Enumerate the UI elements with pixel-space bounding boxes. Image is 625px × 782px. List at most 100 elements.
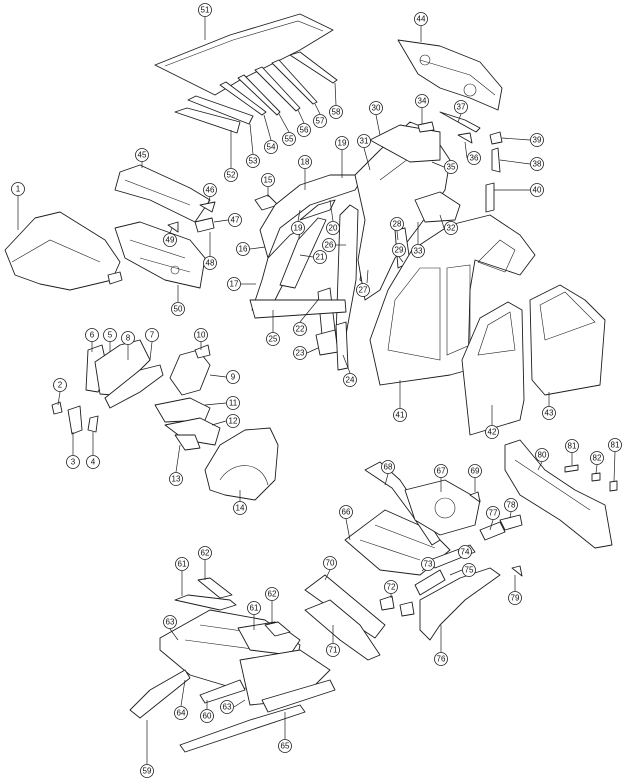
leader-line (297, 109, 305, 124)
callout-circle (86, 455, 100, 469)
callout-label: 80 (538, 451, 547, 460)
callout-label: 10 (197, 331, 206, 340)
callout-label: 8 (126, 334, 131, 343)
callout-circle (198, 3, 212, 17)
callout-label: 60 (203, 712, 212, 721)
leader-line (169, 628, 179, 641)
callout-label: 11 (229, 399, 238, 408)
leader-line (207, 196, 211, 205)
callout-circle (530, 133, 544, 147)
callout-label: 47 (231, 216, 240, 225)
callout-label: 40 (533, 186, 542, 195)
callout-circle (369, 101, 383, 115)
callout-label: 19 (294, 224, 303, 233)
callout-circle (313, 250, 327, 264)
callout-label: 62 (201, 549, 210, 558)
callout-label: 45 (138, 151, 147, 160)
callout-circle (590, 451, 604, 465)
callout-label: 51 (201, 6, 210, 15)
callout-label: 81 (568, 442, 577, 451)
callout-label: 17 (230, 280, 239, 289)
callout-circle (335, 136, 349, 150)
callout-label: 66 (342, 508, 351, 517)
callout-circle (434, 652, 448, 666)
body-side-outer (369, 214, 536, 386)
callout-circle (381, 460, 395, 474)
cowl-panel (114, 164, 216, 289)
leader-line (366, 269, 369, 284)
leader-line (329, 199, 334, 222)
callout-circle (297, 123, 311, 137)
callout-label: 19 (338, 139, 347, 148)
callout-label: 30 (372, 104, 381, 113)
leader-line (297, 209, 301, 222)
leader-line (398, 256, 404, 263)
callout-label: 56 (300, 126, 309, 135)
leader-line (211, 420, 227, 426)
rear-quarter-group (354, 111, 503, 301)
callout-circle (163, 615, 177, 629)
roof-panel (154, 13, 334, 96)
leader-line (501, 137, 531, 141)
callout-circle (224, 168, 238, 182)
callout-circle (171, 302, 185, 316)
callout-circle (198, 546, 212, 560)
callout-circle (313, 114, 327, 128)
callout-label: 61 (178, 560, 187, 569)
leader-line (345, 518, 351, 541)
callout-circle (175, 557, 189, 571)
callout-label: 38 (533, 160, 542, 169)
callout-label: 74 (461, 548, 470, 557)
callout-label: 78 (507, 501, 516, 510)
callout-circle (530, 157, 544, 171)
callout-label: 31 (360, 137, 369, 146)
front-apron-group (51, 339, 279, 501)
leader-line (342, 354, 351, 374)
callout-circle (357, 134, 371, 148)
callout-label: 55 (285, 135, 294, 144)
leader-line (334, 82, 337, 106)
callout-label: 61 (250, 604, 259, 613)
callout-label: 57 (316, 117, 325, 126)
callout-circle (486, 506, 500, 520)
callout-label: 58 (332, 108, 341, 117)
callout-circle (174, 706, 188, 720)
leader-line (249, 246, 266, 250)
callout-circle (203, 256, 217, 270)
callout-circle (85, 328, 99, 342)
leader-line (209, 374, 227, 378)
callout-circle (434, 464, 448, 478)
callout-label: 82 (593, 454, 602, 463)
callout-label: 72 (387, 583, 396, 592)
callout-label: 1 (16, 185, 21, 194)
callout-label: 65 (281, 742, 290, 751)
callout-label: 75 (465, 566, 474, 575)
rear-sill-group (304, 514, 523, 661)
callout-label: 44 (417, 15, 426, 24)
leader-line (375, 114, 381, 136)
callout-label: 48 (206, 259, 215, 268)
callout-circle (462, 563, 476, 577)
leader-line (396, 230, 399, 241)
callout-circle (485, 425, 499, 439)
callout-circle (233, 501, 247, 515)
leader-line (278, 113, 290, 133)
callout-circle (135, 148, 149, 162)
callout-circle (203, 183, 217, 197)
callout-circle (392, 243, 406, 257)
callout-label: 29 (395, 246, 404, 255)
callout-label: 14 (236, 504, 245, 513)
leader-line (263, 114, 272, 141)
callout-label: 76 (437, 655, 446, 664)
callout-label: 5 (108, 331, 113, 340)
callout-circle (247, 601, 261, 615)
callout-label: 59 (143, 767, 152, 776)
callout-circle (121, 331, 135, 345)
callout-circle (163, 233, 177, 247)
callout-circle (393, 408, 407, 422)
callout-circle (339, 505, 353, 519)
callout-label: 7 (150, 331, 155, 340)
leader-line (204, 402, 227, 406)
leader-line (464, 141, 468, 159)
callout-circle (246, 154, 260, 168)
